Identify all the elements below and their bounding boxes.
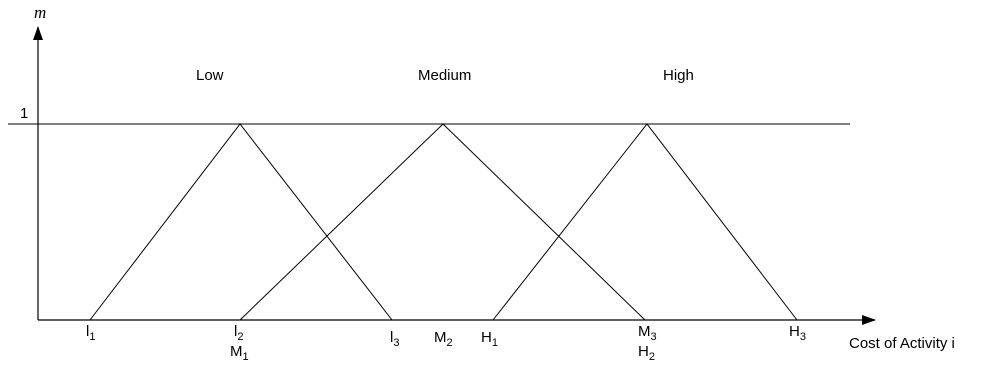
- set-label-high: High: [663, 67, 694, 84]
- point-label-h1: H1: [481, 329, 498, 349]
- y-tick-one-label: 1: [20, 105, 28, 122]
- point-label-h2: H2: [638, 343, 655, 363]
- point-label-l3: l3: [390, 329, 399, 349]
- high-membership-triangle: [492, 123, 798, 321]
- medium-membership-triangle: [239, 123, 646, 321]
- point-label-l1: l1: [86, 323, 95, 343]
- set-label-low: Low: [196, 67, 224, 84]
- low-membership-triangle: [89, 123, 393, 321]
- set-label-medium: Medium: [418, 67, 471, 84]
- point-label-m1: M1: [230, 343, 249, 363]
- point-label-m3: M3: [638, 323, 657, 343]
- y-axis-label: m: [34, 3, 46, 22]
- point-label-h3: H3: [789, 323, 806, 343]
- x-axis-label: Cost of Activity i: [849, 335, 955, 352]
- point-label-l2: l2: [234, 323, 243, 343]
- point-label-m2: M2: [434, 329, 453, 349]
